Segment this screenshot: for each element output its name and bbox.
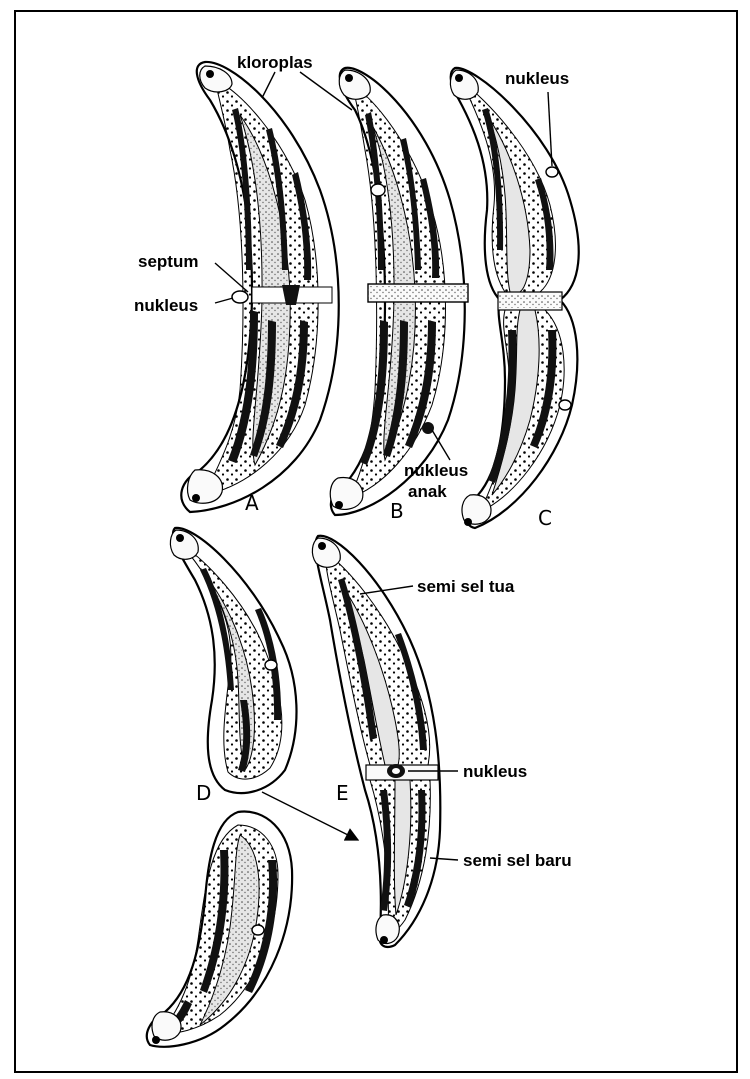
label-nukleus-e: nukleus	[463, 762, 527, 781]
label-nukleus-anak-line1: nukleus	[404, 461, 468, 480]
cell-e: E	[312, 536, 440, 947]
label-semi-sel-baru: semi sel baru	[463, 851, 572, 870]
label-nukleus-a: nukleus	[134, 296, 198, 315]
cell-d-lower	[147, 812, 292, 1047]
cell-d-upper: D	[170, 528, 296, 805]
stage-label-b: B	[390, 499, 404, 523]
label-nukleus-c: nukleus	[505, 69, 569, 88]
cell-c: C	[450, 68, 578, 530]
label-septum: septum	[138, 252, 198, 271]
stage-label-c: C	[538, 506, 552, 530]
label-kloroplas: kloroplas	[237, 53, 313, 72]
stage-label-a: A	[245, 491, 259, 515]
stage-label-e: E	[336, 781, 349, 805]
stage-label-d: D	[196, 781, 211, 805]
label-semi-sel-tua: semi sel tua	[417, 577, 515, 596]
label-nukleus-anak-line2: anak	[408, 482, 447, 501]
cell-a: A	[181, 62, 338, 515]
